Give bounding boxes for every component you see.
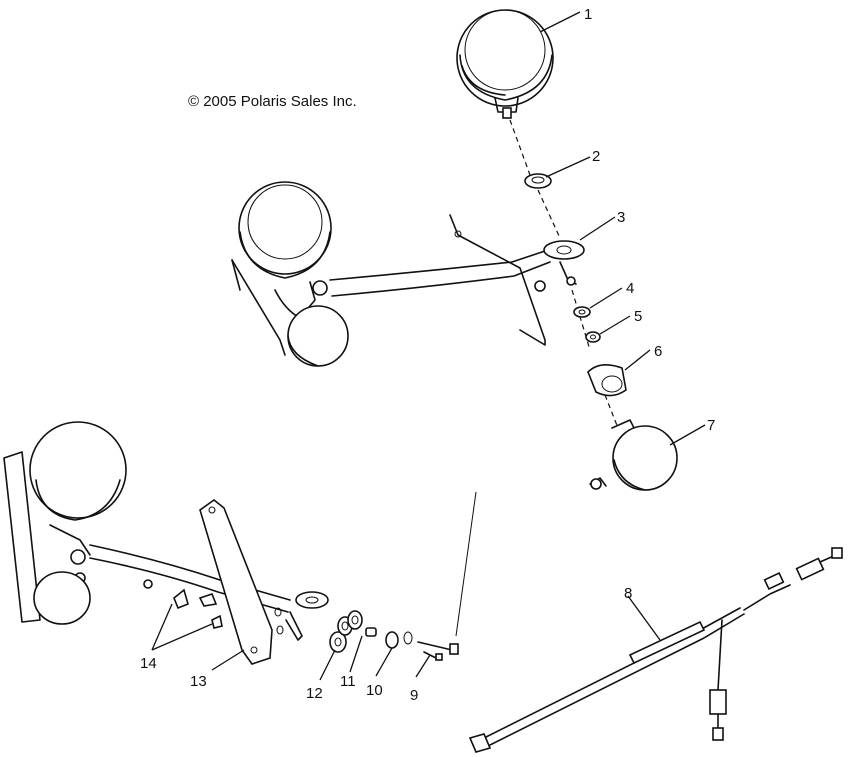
copyright-text: © 2005 Polaris Sales Inc.	[188, 93, 357, 110]
lamp-bottom-assembly	[3, 421, 291, 629]
axis-line-1	[509, 119, 531, 176]
callout-7: 7	[707, 417, 715, 434]
bushing-part-6	[587, 364, 627, 397]
callout-lines	[151, 11, 706, 681]
axis-line-3	[571, 289, 591, 351]
bolt-part-9	[417, 641, 459, 661]
axis-line-5	[455, 491, 477, 637]
axis-line-2	[537, 189, 561, 239]
callout-5: 5	[634, 308, 642, 325]
callout-6: 6	[654, 343, 662, 360]
small-lamp-part-7	[589, 419, 678, 491]
callout-13: 13	[190, 673, 207, 690]
lamp-top	[456, 9, 554, 119]
washer-part-4	[573, 306, 591, 318]
callout-3: 3	[617, 209, 625, 226]
callout-9: 9	[410, 687, 418, 704]
nut-part-5	[585, 331, 601, 343]
lamp-middle-assembly	[231, 181, 585, 367]
callout-1: 1	[584, 6, 592, 23]
grommet-part-2	[524, 173, 552, 189]
washer-part-10	[385, 631, 413, 649]
callout-11: 11	[340, 673, 356, 690]
callout-10: 10	[366, 682, 383, 699]
bracket-part-13	[199, 498, 329, 665]
wiring-harness-part-8	[468, 547, 843, 753]
callout-8: 8	[624, 585, 632, 602]
axis-line-4	[604, 394, 619, 429]
callout-14: 14	[140, 655, 157, 672]
callout-12: 12	[306, 685, 323, 702]
nut-part-11	[347, 610, 377, 637]
callout-4: 4	[626, 280, 634, 297]
callout-2: 2	[592, 148, 600, 165]
